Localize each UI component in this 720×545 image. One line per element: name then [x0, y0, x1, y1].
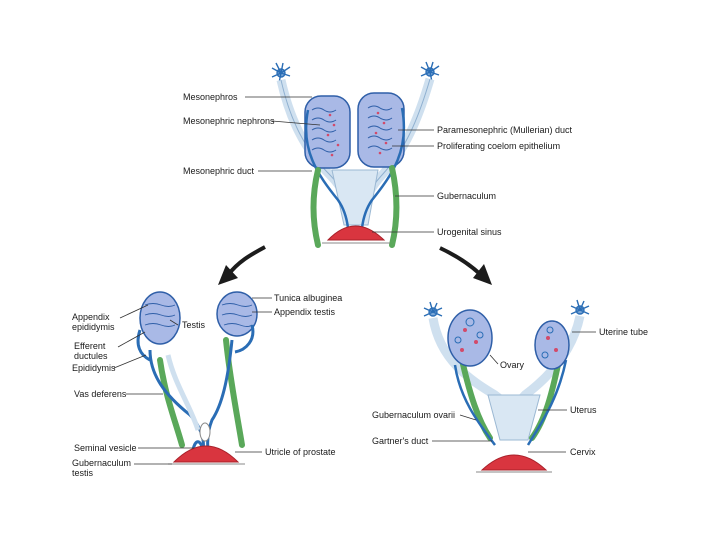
label-tunica-albuginea: Tunica albuginea: [274, 293, 343, 303]
label-proliferating-coelomic: Proliferating coelom epithelium: [437, 141, 561, 151]
label-epididymis: Epididymis: [72, 363, 116, 373]
ovary-left: [447, 309, 493, 367]
gubernaculum-right: [389, 165, 400, 248]
fimbria-female-left-icon: [423, 301, 443, 317]
male-sinus: [172, 445, 240, 463]
label-utricle-of-prostate: Utricle of prostate: [265, 447, 336, 457]
nephrons-left: [311, 107, 337, 153]
label-gubernaculum-testis: Gubernaculum testis: [72, 458, 132, 478]
mesonephric-duct-right: [360, 107, 406, 229]
label-testis: Testis: [182, 320, 206, 330]
label-mesonephros: Mesonephros: [183, 92, 238, 102]
gubernaculum-left: [310, 167, 321, 248]
label-mesonephric-nephrons: Mesonephric nephrons: [183, 116, 275, 126]
male-stage: [113, 291, 272, 465]
testis-right: [216, 291, 258, 337]
label-vas-deferens: Vas deferens: [74, 389, 127, 399]
label-uterine-tube: Uterine tube: [599, 327, 649, 337]
arrow-right-head-icon: [473, 264, 492, 285]
label-gubernaculum-ovarii: Gubernaculum ovarii: [372, 410, 456, 420]
uterus: [487, 394, 541, 441]
label-seminal-vesicle: Seminal vesicle: [74, 443, 137, 453]
female-stage: [423, 299, 596, 473]
label-mesonephric-duct: Mesonephric duct: [183, 166, 255, 176]
indifferent-stage: [245, 61, 440, 248]
arrow-left-icon: [226, 245, 266, 277]
label-efferent-ductules: Efferent ductules: [74, 341, 108, 361]
fimbria-right-icon: [420, 61, 440, 83]
mesonephros-right: [357, 92, 405, 168]
label-ovary: Ovary: [500, 360, 525, 370]
label-paramesonephric-duct: Paramesonephric (Mullerian) duct: [437, 125, 573, 135]
urogenital-sinus: [326, 225, 386, 241]
label-appendix-testis: Appendix testis: [274, 307, 336, 317]
testis-left: [139, 291, 181, 345]
arrow-right-icon: [439, 246, 482, 276]
label-appendix-epididymis: Appendix epididymis: [72, 312, 115, 332]
fimbria-female-right-icon: [570, 299, 590, 315]
label-uterus: Uterus: [570, 405, 597, 415]
nephrons-right: [367, 105, 393, 151]
label-gartners-duct: Gartner's duct: [372, 436, 429, 446]
coelom-dots: [326, 111, 388, 157]
label-cervix: Cervix: [570, 447, 596, 457]
label-gubernaculum: Gubernaculum: [437, 191, 497, 201]
ovary-right: [534, 320, 570, 370]
female-sinus: [480, 454, 548, 471]
arrow-left-head-icon: [218, 265, 238, 285]
label-urogenital-sinus: Urogenital sinus: [437, 227, 502, 237]
mullerian-fused: [331, 169, 379, 226]
fimbria-left-icon: [271, 62, 291, 84]
mesonephric-duct-left: [304, 109, 350, 229]
